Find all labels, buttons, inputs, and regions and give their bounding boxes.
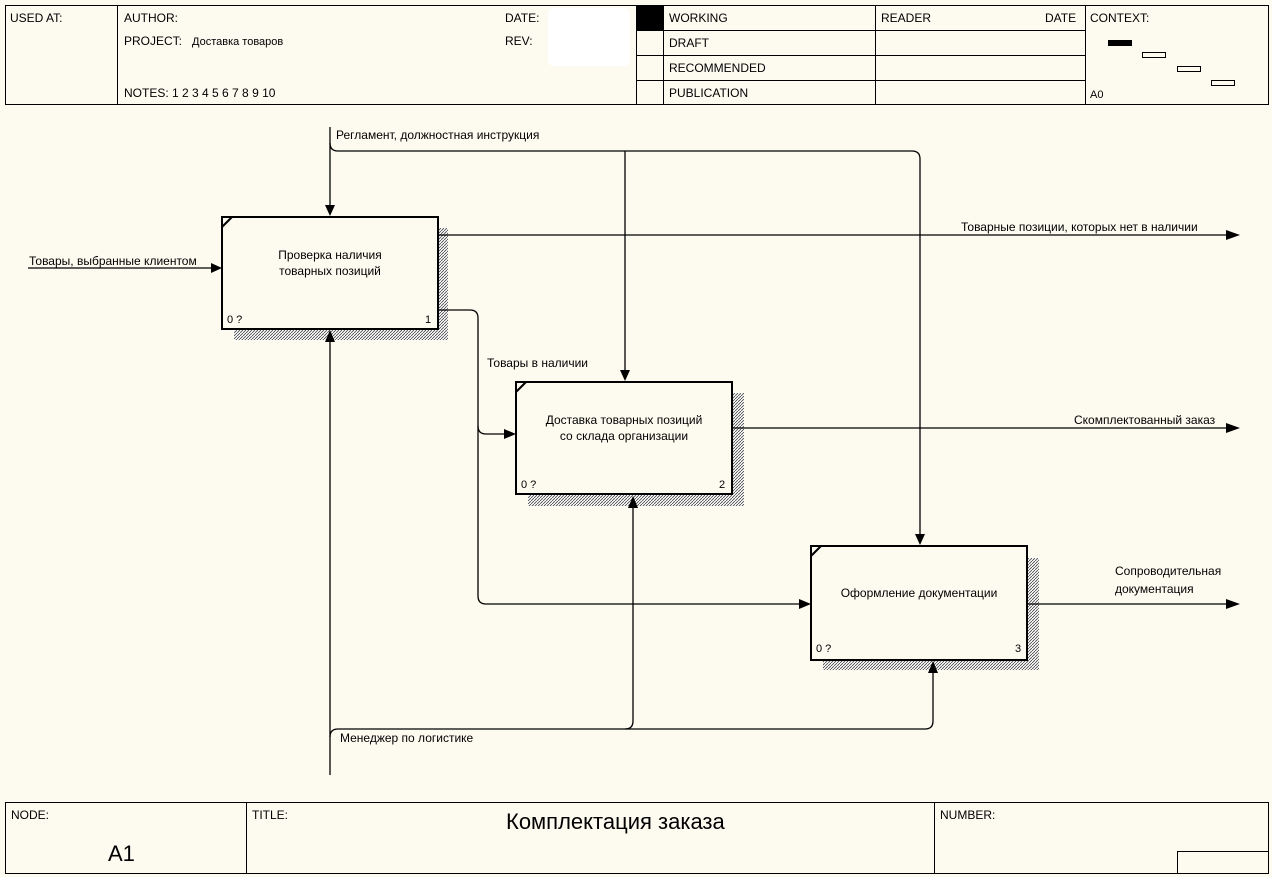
footer-number-box	[1177, 851, 1269, 874]
rev-label: REV:	[505, 34, 533, 48]
arrowhead	[211, 263, 222, 273]
page-title: Комплектация заказа	[506, 809, 725, 834]
box-2-number: 2	[719, 479, 726, 491]
context-box-icon	[1108, 40, 1132, 46]
box-1-number: 1	[425, 314, 432, 326]
header-row-line	[636, 80, 1085, 81]
arrowhead	[1226, 423, 1240, 433]
author-label: AUTHOR:	[124, 11, 178, 25]
arrow-label-line: документация	[1115, 582, 1194, 596]
number-label: NUMBER:	[940, 808, 996, 822]
activity-box-2	[515, 381, 733, 495]
footer-divider	[934, 802, 935, 874]
activity-boxes	[221, 216, 1028, 661]
arrowhead	[620, 370, 630, 381]
mechanism-label: Менеджер по логистике	[340, 731, 474, 745]
mechanism-branch-2	[624, 500, 634, 730]
mechanism-branch	[329, 667, 934, 738]
date-label: DATE:	[505, 11, 540, 25]
reader-date-label: DATE	[1045, 11, 1077, 25]
context-label: CONTEXT:	[1090, 11, 1150, 25]
arrowhead	[799, 599, 811, 609]
context-node: A0	[1090, 89, 1104, 101]
box-3-cost: 0 ?	[816, 643, 832, 655]
status-working: WORKING	[669, 11, 728, 25]
box-text-line: товарных позиций	[279, 264, 381, 278]
arrow-lines	[28, 127, 1232, 775]
arrow-label-line: Сопроводительная	[1115, 564, 1222, 578]
output-missing-label: Товарные позиции, которых нет в наличии	[961, 220, 1198, 234]
box-text-line: Проверка наличия	[278, 248, 382, 262]
node-label: NODE:	[11, 808, 50, 822]
available-arrow	[438, 309, 805, 605]
node-value: A1	[108, 841, 135, 866]
box-corner-ticks	[221, 216, 822, 557]
activity-box-2-title: Доставка товарных позиций со склада орга…	[516, 412, 732, 444]
project-label: PROJECT:	[124, 34, 183, 48]
reader-label: READER	[881, 11, 932, 25]
header-divider	[117, 5, 118, 105]
activity-box-3	[810, 545, 1028, 661]
arrowhead	[628, 496, 638, 508]
arrowhead	[325, 205, 335, 216]
activity-box-1-title: Проверка наличия товарных позиций	[222, 247, 438, 279]
context-box-icon	[1211, 80, 1235, 86]
activity-box-3-title: Оформление документации	[811, 585, 1027, 601]
status-draft: DRAFT	[669, 36, 709, 50]
arrow-heads	[211, 205, 1240, 673]
box-text-line: со склада организации	[559, 429, 689, 443]
arrowhead	[915, 534, 925, 545]
footer-divider	[246, 802, 247, 874]
date-redaction	[548, 8, 630, 66]
arrowhead	[504, 429, 516, 439]
box-3-number: 3	[1015, 643, 1022, 655]
output-docs-label: Сопроводительная документация	[1115, 562, 1221, 598]
arrowhead	[325, 330, 335, 342]
box-1-cost: 0 ?	[227, 314, 243, 326]
available-label: Товары в наличии	[487, 356, 588, 370]
header-row-line	[636, 55, 1085, 56]
box-text-line: Оформление документации	[840, 586, 998, 600]
used-at-label: USED AT:	[10, 11, 63, 25]
working-status-marker	[637, 6, 663, 30]
control-branch	[329, 142, 921, 540]
header-frame	[5, 5, 1269, 105]
arrowhead	[1226, 599, 1240, 609]
notes-label: NOTES: 1 2 3 4 5 6 7 8 9 10	[124, 86, 276, 100]
output-assembled-label: Скомплектованный заказ	[1074, 413, 1216, 427]
title-label: TITLE:	[252, 808, 289, 822]
activity-box-1	[221, 216, 439, 330]
box-2-cost: 0 ?	[521, 479, 537, 491]
available-branch	[477, 425, 510, 435]
project-value: Доставка товаров	[192, 36, 284, 48]
context-box-icon	[1142, 52, 1166, 58]
status-publication: PUBLICATION	[669, 86, 749, 100]
context-box-icon	[1177, 66, 1201, 72]
box-text-line: Доставка товарных позиций	[545, 413, 703, 427]
arrowhead	[928, 661, 938, 673]
footer-frame	[5, 802, 1269, 874]
input-label: Товары, выбранные клиентом	[29, 254, 197, 268]
header-divider	[1085, 5, 1086, 105]
arrowhead	[1226, 230, 1240, 240]
control-label: Регламент, должностная инструкция	[336, 128, 540, 142]
header-row-line	[636, 30, 1085, 31]
status-recommended: RECOMMENDED	[669, 61, 766, 75]
